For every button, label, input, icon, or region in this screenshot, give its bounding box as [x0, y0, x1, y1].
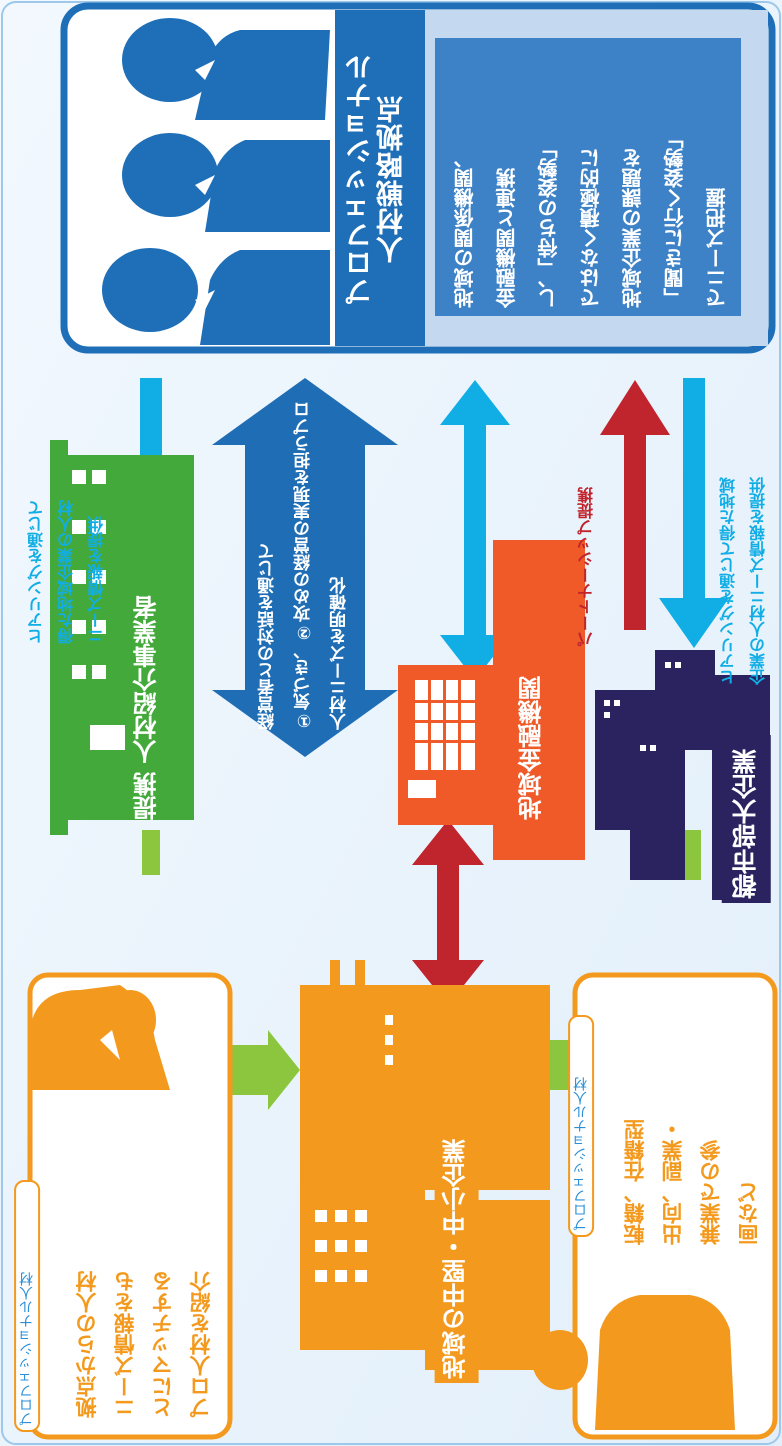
note-line: ヒアリングを通じて得た地域 [719, 477, 738, 685]
bank-label: 地域金融機関 [518, 676, 546, 820]
pro-left-line: ニーズ情報をも [113, 1271, 137, 1418]
shirt-collars [195, 60, 215, 310]
hub-title-line-2: 人材戦略拠点 [377, 95, 409, 263]
pro-left-line: 拠点からの人材 [75, 1271, 99, 1418]
dialog-double-arrow [212, 378, 398, 757]
dialog-arrow-text: 経営者との対話を通じて ①気づき、②攻めの経営の実現を担うプロ 人材ニーズを明確… [250, 401, 358, 730]
pro-right-text: 転籍、在籍型 出向、副業・ 兼業での参 画など [616, 985, 768, 1245]
note-line: 企業の人材ニーズ情報を提供 [749, 477, 768, 685]
dialog-line: 経営者との対話を通じて [258, 543, 278, 730]
hub-description-line: でニーズ把握 [705, 188, 729, 308]
note-line: ニーズ情報を提供 [87, 516, 106, 644]
pro-right-panel [532, 972, 778, 1440]
arrow-hub-to-bigco [659, 378, 729, 648]
hub-description-line: 地域の関係機関、 [453, 148, 477, 308]
agency-building [50, 440, 194, 835]
pro-left-line: とにマッチする [151, 1271, 175, 1418]
business-people-silhouette [102, 18, 330, 345]
pro-left-tag: プロフェッショナル人材 [14, 1180, 41, 1432]
hub-description-line: 地域企業の課題を [621, 148, 645, 308]
hub-title-line-1: プロフェッショナル [346, 53, 377, 305]
hub-description-line: し、「待ちの姿勢」 [537, 138, 561, 308]
note-line: 得た地域企業の人材 [57, 500, 76, 644]
bigco-label: 都市部大企業 [722, 735, 771, 903]
factory-building [300, 960, 550, 1370]
arrow-hub-bank [440, 380, 510, 680]
pro-left-text: 拠点からの人材 ニーズ情報をも とにマッチする プロ人材を紹介 [68, 1098, 220, 1418]
partnership-label: パートナーシップ提携 [577, 487, 596, 647]
pro-right-line: 画など [737, 1182, 761, 1245]
hub-description-box [435, 38, 741, 316]
dialog-line: ①気づき、②攻めの経営の実現を担うプロ [294, 401, 314, 730]
arrow-bank-sme [412, 820, 484, 1005]
hub-description: 地域の関係機関、 金融機関と連携 し、「待ちの姿勢」 ではなく積極的に 地域企業… [444, 52, 738, 308]
man-silhouette [595, 1295, 735, 1430]
hub-description-line: 金融機関と連携 [495, 168, 519, 308]
dialog-line: 人材ニーズを明確化 [330, 577, 350, 730]
right-info-note: ヒアリングを通じて得た地域 企業の人材ニーズ情報を提供 [714, 355, 774, 685]
hub-box [60, 2, 776, 354]
pro-left-panel [27, 972, 233, 1440]
left-info-note: ヒアリングを通じて 得た地域企業の人材 ニーズ情報を提供 [22, 382, 112, 644]
note-line: ヒアリングを通じて [27, 500, 46, 644]
pro-left-line: プロ人材を紹介 [189, 1271, 213, 1418]
pro-right-tag: プロフェッショナル人材 [568, 1015, 595, 1237]
arrow-pro-left-to-sme [228, 1030, 300, 1110]
pro-right-line: 出向、副業・ [661, 1119, 685, 1245]
arrow-partnership [600, 380, 670, 630]
hub-description-line: 「聞きに行く姿勢」 [663, 128, 687, 308]
hub-title-band [335, 10, 425, 346]
pro-right-line: 兼業での参 [699, 1140, 723, 1245]
red-arrows [412, 380, 670, 1005]
pro-right-line: 転籍、在籍型 [623, 1119, 647, 1245]
bank-building [398, 540, 585, 860]
hub-title: プロフェッショナル 人材戦略拠点 [346, 18, 408, 340]
sme-label: 地域の中堅・中小企業 [435, 1139, 479, 1383]
agency-label: 提携 人材紹介事業者 [133, 595, 161, 820]
hub-description-line: ではなく積極的に [579, 148, 603, 308]
